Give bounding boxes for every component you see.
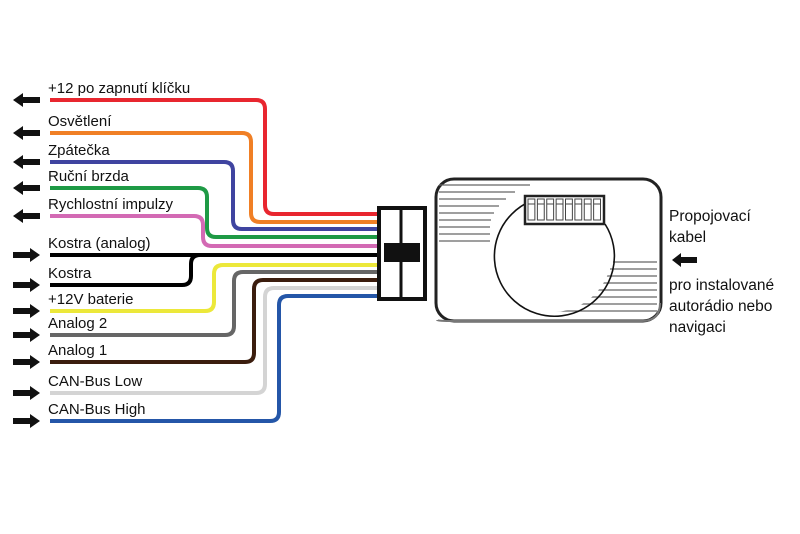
wire-label: Osvětlení xyxy=(48,113,112,130)
dip-switch-cell xyxy=(574,198,583,221)
left-arrow-icon xyxy=(13,181,40,195)
right-arrow-icon xyxy=(13,414,40,428)
side-note: Propojovací kabel pro instalované autorá… xyxy=(669,208,774,336)
wire-outputs-1 xyxy=(50,131,380,224)
right-arrow-icon xyxy=(13,386,40,400)
dip-switch-cell xyxy=(555,198,564,221)
left-arrow-icon xyxy=(13,209,40,223)
dip-switch-cell xyxy=(546,198,555,221)
wire-inputs-4 xyxy=(50,278,380,364)
connector-latch xyxy=(384,243,420,262)
wire-label: CAN-Bus High xyxy=(48,401,146,418)
dial-circle xyxy=(493,200,616,318)
left-arrow-icon xyxy=(13,93,40,107)
wire-inputs-5 xyxy=(50,286,380,395)
wire-label: CAN-Bus Low xyxy=(48,373,142,390)
left-arrow-icon xyxy=(13,155,40,169)
dip-switch-cell xyxy=(536,198,545,221)
wire-label: Zpátečka xyxy=(48,142,110,159)
interface-device xyxy=(434,177,663,323)
dip-switch-cells xyxy=(527,198,601,221)
dip-switch xyxy=(523,194,606,226)
wire-outputs-3 xyxy=(50,186,380,239)
arrows xyxy=(13,93,40,428)
right-arrow-icon xyxy=(13,248,40,262)
right-arrow-icon xyxy=(13,278,40,292)
wire-label: Rychlostní impulzy xyxy=(48,196,174,213)
left-arrow-icon xyxy=(672,253,697,267)
wire-inputs-6 xyxy=(50,294,380,423)
left-arrow-icon xyxy=(13,126,40,140)
connector-plug xyxy=(377,206,427,301)
wire-label: +12 po zapnutí klíčku xyxy=(48,80,190,97)
side-note-line5: navigaci xyxy=(669,319,726,336)
wire-label: +12V baterie xyxy=(48,291,133,308)
wire-outputs-0 xyxy=(50,98,380,216)
wires xyxy=(50,98,380,423)
side-note-line1: Propojovací xyxy=(669,208,752,225)
dip-switch-cell xyxy=(565,198,573,221)
device-shadow xyxy=(436,302,661,322)
side-note-line4: autorádio nebo xyxy=(669,298,772,315)
wire-label: Kostra xyxy=(48,265,92,282)
wire-labels: +12 po zapnutí klíčkuOsvětleníZpátečkaRu… xyxy=(48,80,190,418)
wire-label: Ruční brzda xyxy=(48,168,130,185)
side-note-line2: kabel xyxy=(669,229,706,246)
dip-switch-cell xyxy=(593,198,601,221)
wire-label: Analog 2 xyxy=(48,315,107,332)
wire-outputs-2 xyxy=(50,160,380,231)
wire-inputs-3 xyxy=(50,270,380,337)
wire-inputs-1 xyxy=(50,253,380,287)
wire-outputs-4 xyxy=(50,214,380,248)
device-hatching xyxy=(439,184,657,312)
wire-label: Analog 1 xyxy=(48,342,107,359)
right-arrow-icon xyxy=(13,304,40,318)
side-note-line3: pro instalované xyxy=(669,277,774,294)
dip-switch-cell xyxy=(583,198,592,221)
right-arrow-icon xyxy=(13,328,40,342)
dip-switch-cell xyxy=(527,198,536,221)
wire-inputs-2 xyxy=(50,263,380,313)
wire-label: Kostra (analog) xyxy=(48,235,151,252)
right-arrow-icon xyxy=(13,355,40,369)
